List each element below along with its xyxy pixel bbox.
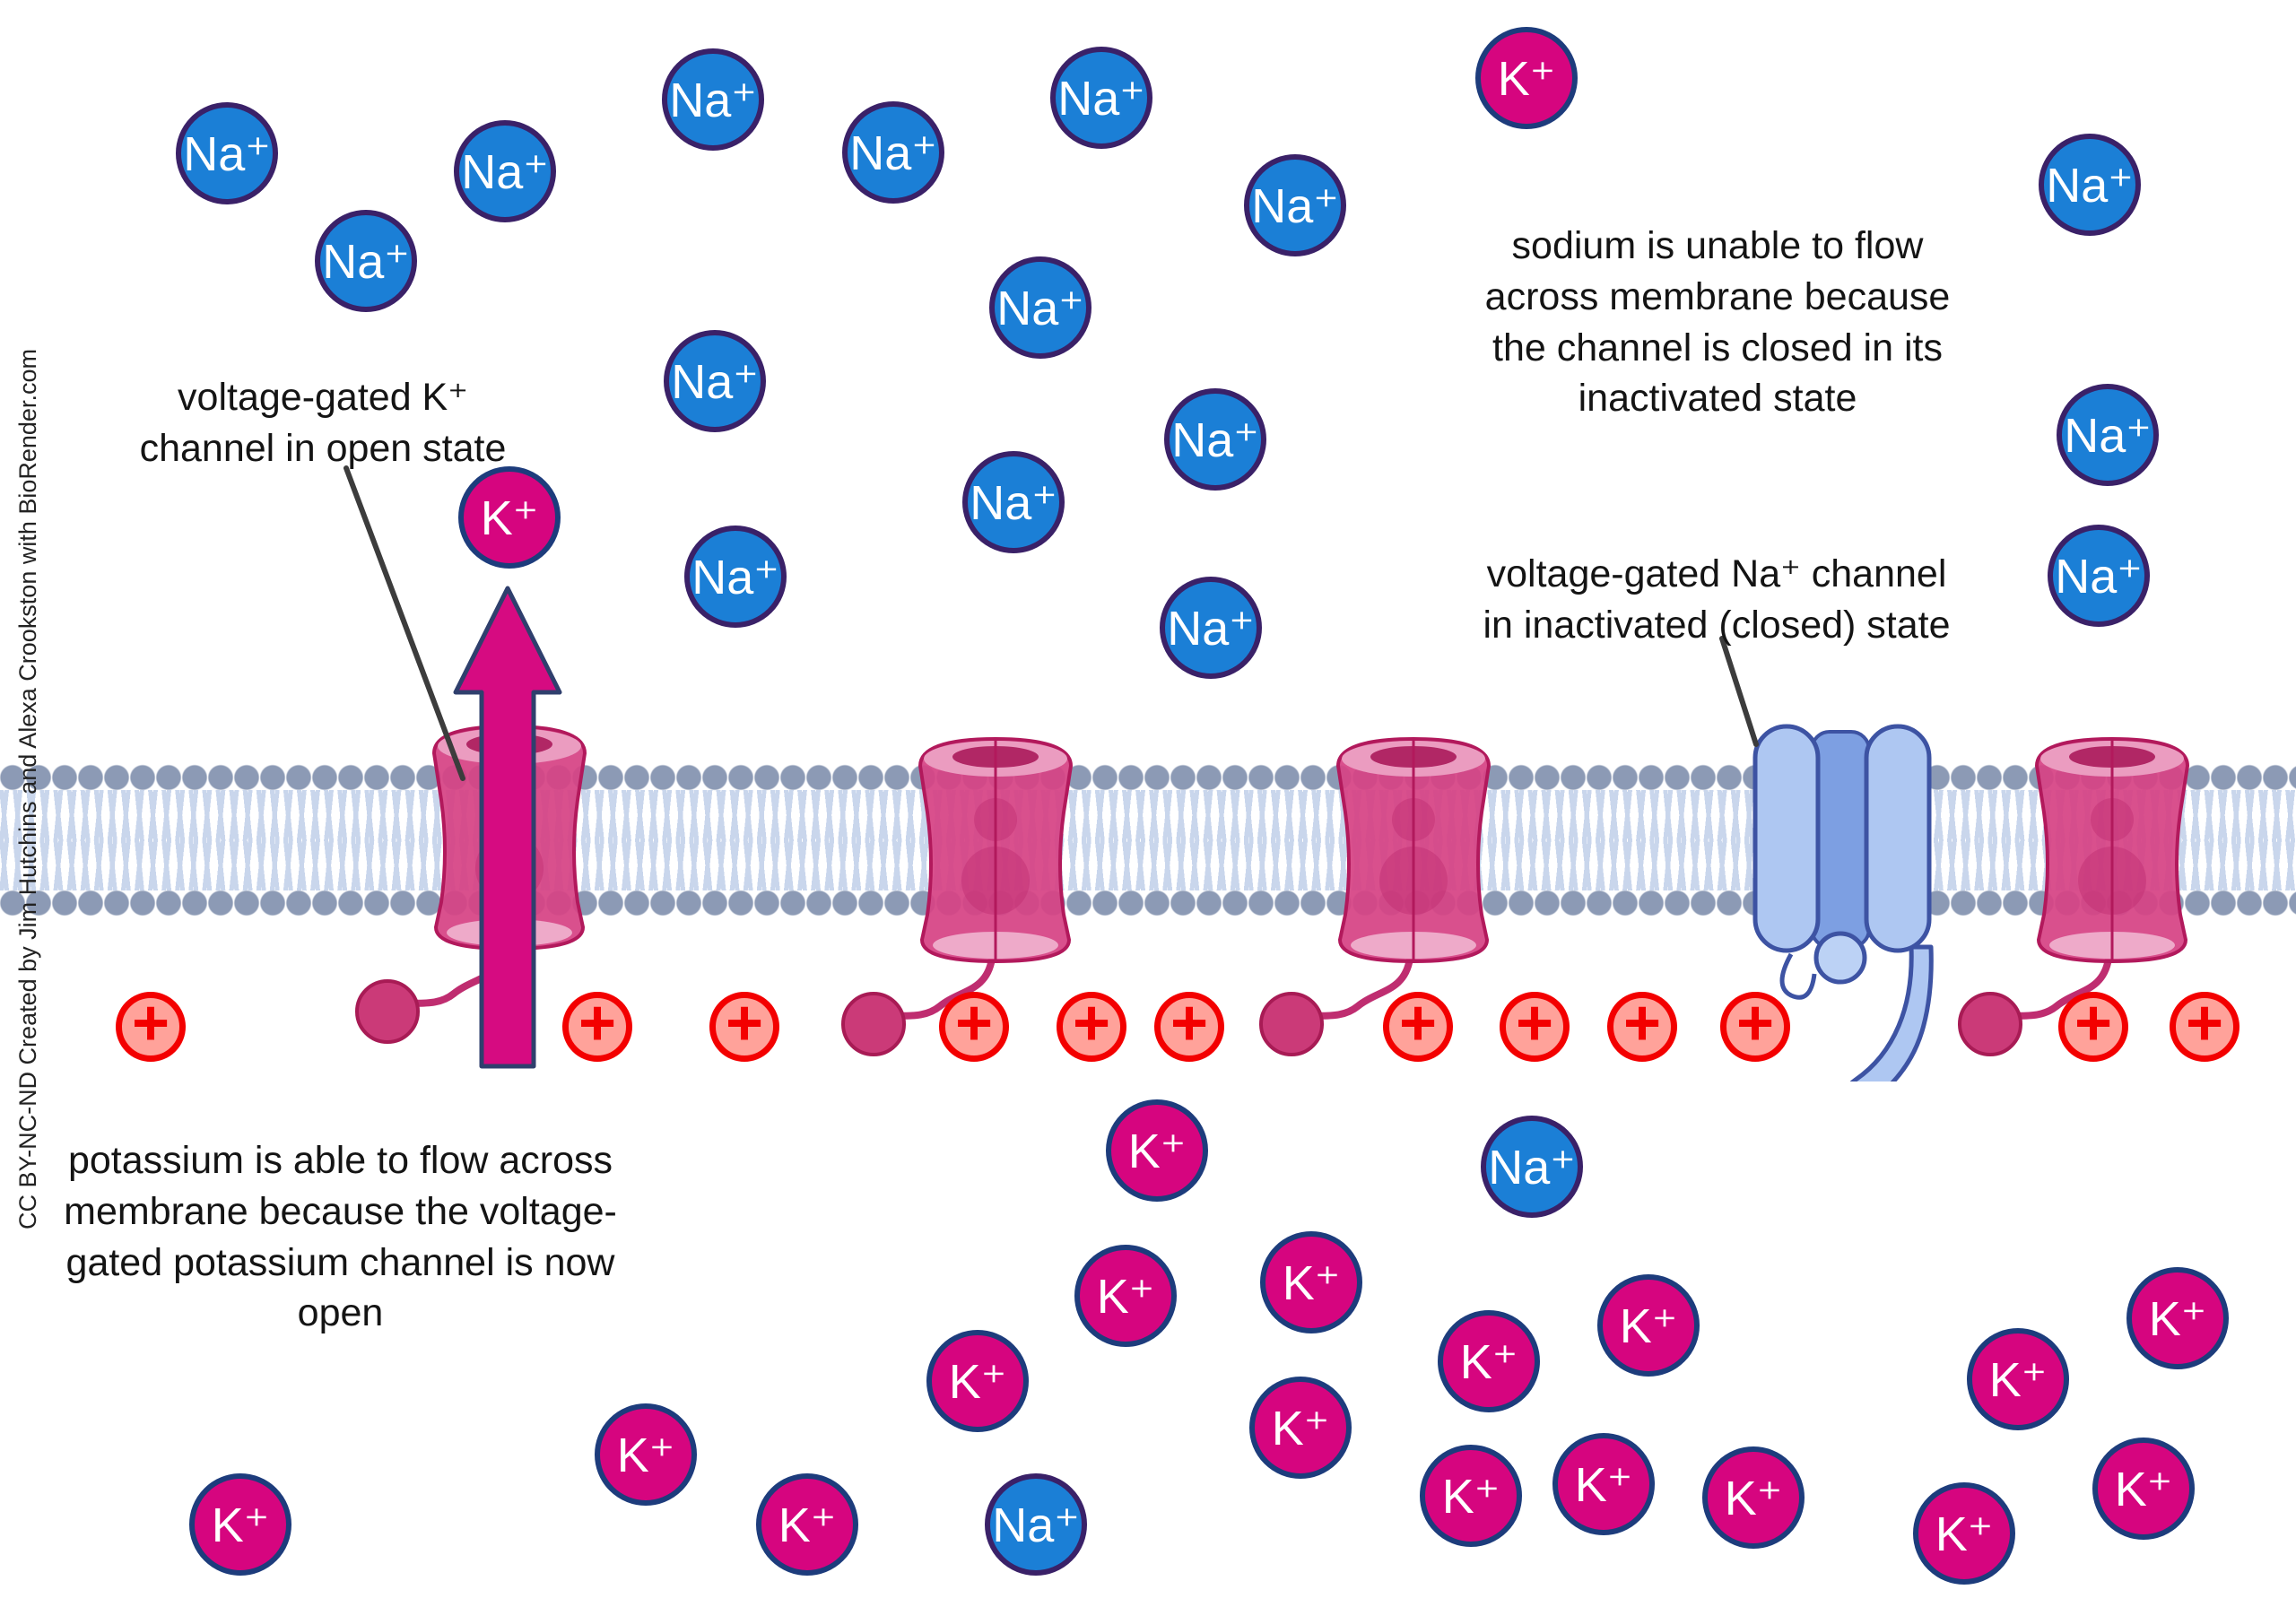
potassium-ion: K⁺ bbox=[458, 466, 561, 569]
positive-charge: + bbox=[939, 991, 1009, 1062]
potassium-ion: K⁺ bbox=[1475, 27, 1578, 129]
sodium-ion: Na⁺ bbox=[662, 48, 764, 151]
sodium-ion: Na⁺ bbox=[2039, 134, 2141, 236]
potassium-ion: K⁺ bbox=[1420, 1445, 1522, 1547]
potassium-ion: K⁺ bbox=[1597, 1274, 1700, 1377]
sodium-ion: Na⁺ bbox=[985, 1473, 1087, 1576]
pointer-line-na-inactivated bbox=[1719, 636, 1759, 747]
potassium-ion: K⁺ bbox=[2126, 1267, 2229, 1369]
sodium-ion: Na⁺ bbox=[1160, 577, 1262, 679]
potassium-ion: K⁺ bbox=[1552, 1433, 1655, 1535]
sodium-ion: Na⁺ bbox=[1244, 154, 1346, 256]
positive-charge: + bbox=[1383, 991, 1453, 1062]
potassium-ion: K⁺ bbox=[756, 1473, 858, 1576]
sodium-ion: Na⁺ bbox=[842, 101, 944, 204]
positive-charge: + bbox=[1607, 991, 1677, 1062]
sodium-ion: Na⁺ bbox=[2057, 384, 2159, 486]
potassium-ion: K⁺ bbox=[1702, 1446, 1805, 1549]
positive-charge: + bbox=[116, 991, 186, 1062]
potassium-ion: K⁺ bbox=[595, 1403, 697, 1506]
sodium-ion: Na⁺ bbox=[664, 330, 766, 432]
sodium-ion: Na⁺ bbox=[176, 102, 278, 204]
sodium-ion: Na⁺ bbox=[2048, 525, 2150, 627]
positive-charge: + bbox=[562, 991, 632, 1062]
potassium-ion: K⁺ bbox=[1106, 1099, 1208, 1202]
label-sodium-blocked: sodium is unable to flow across membrane… bbox=[1484, 224, 1951, 421]
label-k-channel-open: voltage-gated K⁺ channel in open state bbox=[139, 376, 507, 470]
potassium-ion: K⁺ bbox=[926, 1330, 1029, 1432]
potassium-ion: K⁺ bbox=[1249, 1377, 1352, 1479]
na-channel-inactivated bbox=[1752, 724, 1934, 1081]
positive-charge: + bbox=[1057, 991, 1126, 1062]
sodium-ion: Na⁺ bbox=[1481, 1116, 1583, 1218]
positive-charge: + bbox=[2170, 991, 2239, 1062]
sodium-ion: Na⁺ bbox=[1050, 47, 1152, 149]
sodium-ion: Na⁺ bbox=[684, 526, 787, 628]
pointer-line-k-open bbox=[344, 465, 465, 781]
positive-charge: + bbox=[2058, 991, 2128, 1062]
potassium-ion: K⁺ bbox=[1967, 1328, 2069, 1430]
positive-charge: + bbox=[1500, 991, 1570, 1062]
positive-charge: + bbox=[1154, 991, 1224, 1062]
potassium-ion: K⁺ bbox=[1260, 1231, 1362, 1333]
label-potassium-flow: potassium is able to flow across membran… bbox=[64, 1139, 617, 1335]
potassium-ion: K⁺ bbox=[1438, 1310, 1540, 1412]
sodium-ion: Na⁺ bbox=[962, 451, 1065, 553]
sodium-ion: Na⁺ bbox=[315, 210, 417, 312]
potassium-ion: K⁺ bbox=[2092, 1438, 2195, 1540]
positive-charge: + bbox=[1720, 991, 1790, 1062]
sodium-ion: Na⁺ bbox=[1164, 388, 1266, 491]
sodium-ion: Na⁺ bbox=[454, 120, 556, 222]
label-na-channel-inactivated: voltage-gated Na⁺ channel in inactivated… bbox=[1483, 552, 1951, 647]
sodium-ion: Na⁺ bbox=[989, 256, 1091, 359]
potassium-ion: K⁺ bbox=[1913, 1482, 2015, 1585]
positive-charge: + bbox=[709, 991, 779, 1062]
potassium-ion: K⁺ bbox=[1074, 1245, 1177, 1347]
k-flow-arrow bbox=[453, 586, 562, 1069]
potassium-ion: K⁺ bbox=[189, 1473, 291, 1576]
credit-text: CC BY-NC-ND Created by Jim Hutchins and … bbox=[14, 349, 41, 1229]
